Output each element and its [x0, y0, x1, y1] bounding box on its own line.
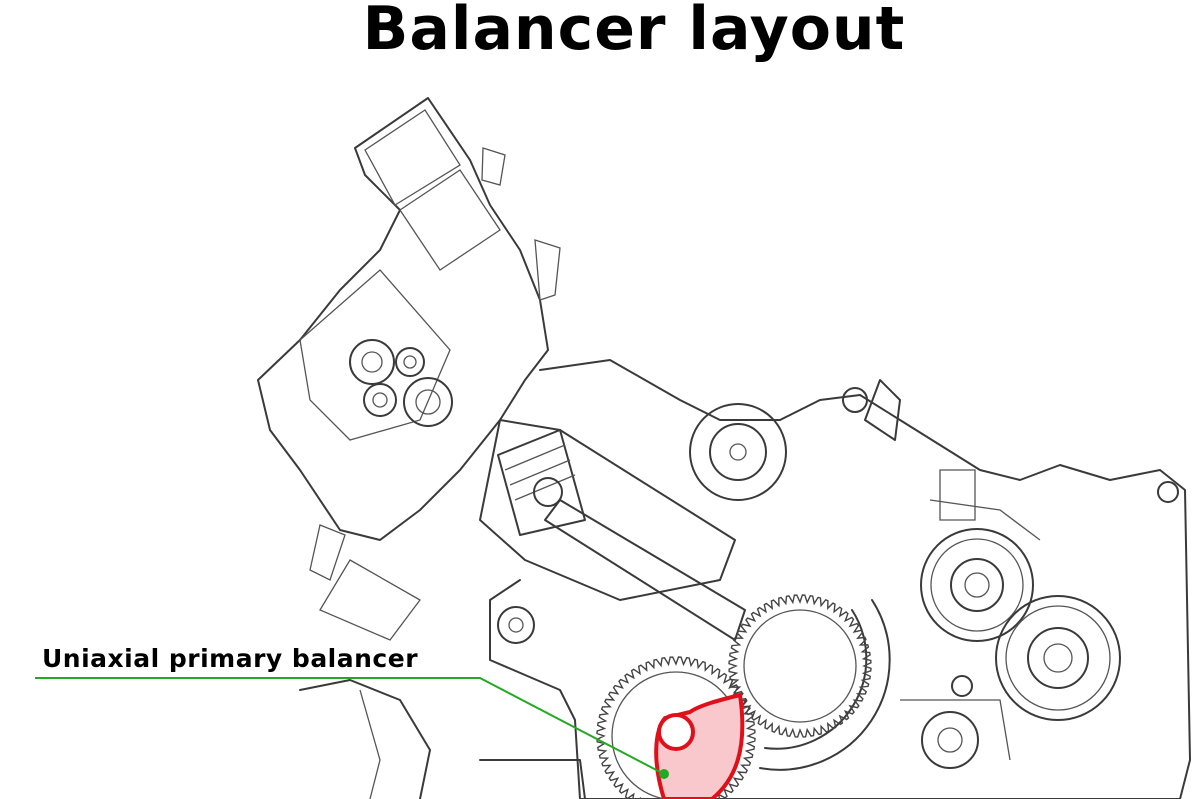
- crank-gear-teeth: [728, 594, 872, 738]
- lower-housing: [299, 679, 586, 799]
- crank-gear-rim: [743, 609, 857, 723]
- balancer-callout-label: Uniaxial primary balancer: [42, 644, 419, 673]
- callout-leader: [35, 677, 669, 779]
- gear-cover-arc-inner: [764, 609, 868, 750]
- cylinder-piston: [319, 419, 746, 641]
- cylinder-head: [257, 97, 561, 581]
- page-title: Balancer layout: [362, 0, 906, 64]
- transmission-bearings: [920, 528, 1121, 721]
- crank-gear: [728, 594, 872, 738]
- crankcase: [489, 359, 1191, 799]
- gear-cover-arc: [759, 599, 891, 771]
- balancer-weight: [654, 692, 745, 799]
